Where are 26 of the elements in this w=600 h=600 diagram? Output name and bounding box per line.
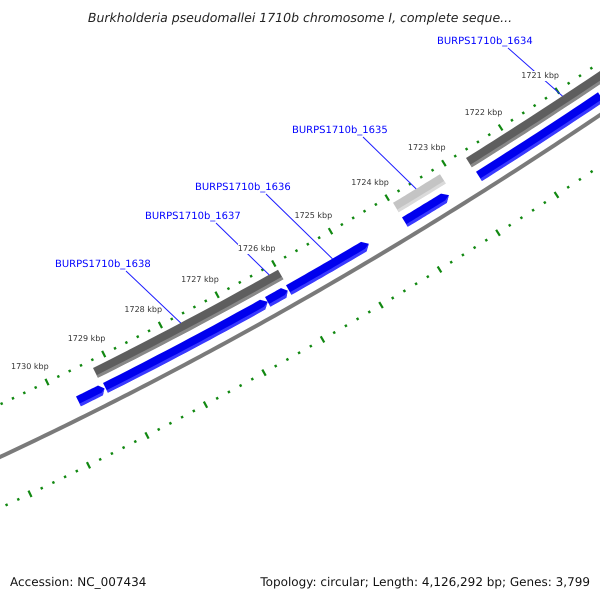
leader-line [362, 136, 417, 190]
leader-line [126, 270, 182, 324]
scale-label: 1726 kbp [238, 244, 276, 254]
cds-bar [76, 386, 104, 406]
gene-name-label: BURPS1710b_1634 [437, 36, 533, 48]
accession-text: Accession: NC_007434 [10, 575, 146, 589]
scale-label: 1730 kbp [11, 362, 49, 372]
gene-name-label: BURPS1710b_1636 [195, 182, 291, 194]
scale-label: 1728 kbp [124, 304, 162, 315]
scale-label: 1724 kbp [351, 178, 389, 188]
cds-bar [265, 288, 288, 307]
scale-label: 1723 kbp [408, 143, 446, 154]
leader-line [266, 194, 333, 260]
cds-bar [103, 300, 268, 393]
cds-bar [286, 242, 369, 295]
scale-label: 1729 kbp [68, 334, 106, 344]
summary-text: Topology: circular; Length: 4,126,292 bp; Genes: 3,799 [260, 575, 590, 589]
scale-label: 1725 kbp [294, 211, 332, 222]
scale-label: 1721 kbp [521, 70, 559, 81]
gene-name-label: BURPS1710b_1637 [145, 211, 241, 223]
title: Burkholderia pseudomallei 1710b chromosome I, complete seque... [86, 10, 514, 25]
cds-bar [402, 194, 449, 227]
gene-name-label: BURPS1710b_1635 [292, 125, 388, 137]
scale-label: 1722 kbp [464, 108, 502, 118]
scale-label: 1727 kbp [181, 274, 219, 285]
gene-name-label: BURPS1710b_1638 [55, 259, 151, 271]
